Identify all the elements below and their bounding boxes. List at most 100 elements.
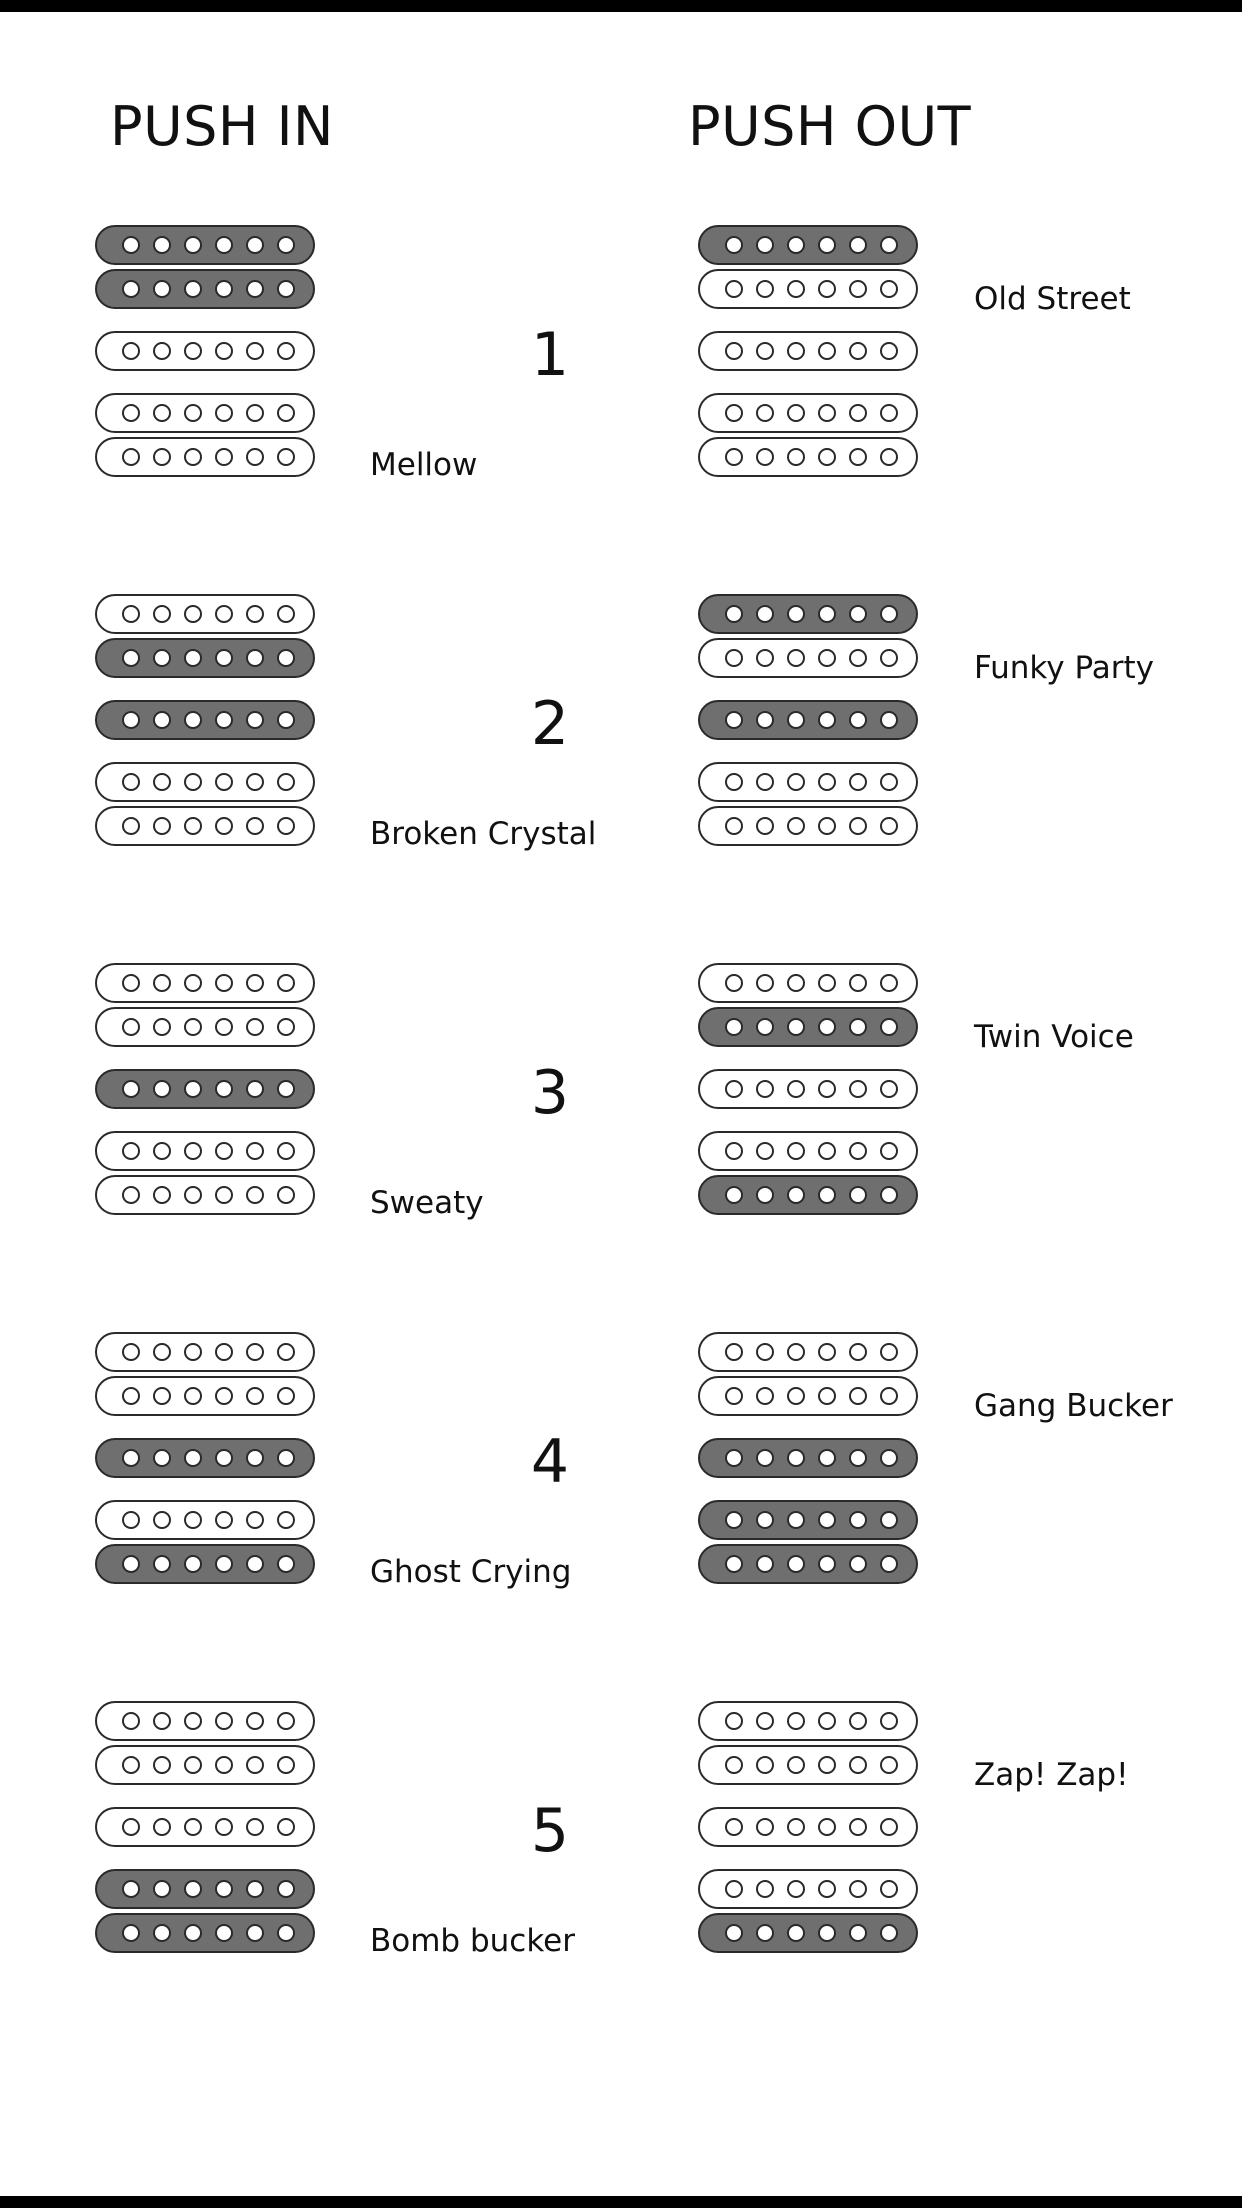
pole-piece <box>122 342 140 360</box>
push-out-name-5: Zap! Zap! <box>974 1757 1129 1793</box>
pole-piece <box>849 1387 867 1405</box>
push-in-coil-3-3 <box>95 1069 315 1109</box>
pole-piece <box>184 605 202 623</box>
push-out-name-1: Old Street <box>974 281 1131 317</box>
pole-piece <box>184 773 202 791</box>
push-in-coil-2-2 <box>95 638 315 678</box>
push-in-name-2: Broken Crystal <box>370 816 597 852</box>
pole-piece <box>153 1712 171 1730</box>
pole-piece <box>122 1186 140 1204</box>
pole-piece <box>756 1186 774 1204</box>
pole-piece <box>818 280 836 298</box>
pole-piece <box>818 817 836 835</box>
pole-piece <box>215 1186 233 1204</box>
pole-piece <box>756 1018 774 1036</box>
pole-piece <box>880 342 898 360</box>
pole-piece <box>849 1924 867 1942</box>
pole-piece <box>246 342 264 360</box>
pole-piece <box>787 1080 805 1098</box>
push-in-coil-4-4 <box>95 1500 315 1540</box>
pole-piece <box>277 1880 295 1898</box>
push-out-coil-2-3 <box>698 700 918 740</box>
pole-piece <box>215 1712 233 1730</box>
pole-piece <box>122 448 140 466</box>
push-in-coil-1-5 <box>95 437 315 477</box>
push-out-coil-3-3 <box>698 1069 918 1109</box>
pole-piece <box>246 404 264 422</box>
pole-piece <box>787 1186 805 1204</box>
push-in-coil-2-5 <box>95 806 315 846</box>
pole-piece <box>818 1142 836 1160</box>
pole-piece <box>849 1818 867 1836</box>
pole-piece <box>277 1449 295 1467</box>
pole-piece <box>849 1080 867 1098</box>
pole-piece <box>277 342 295 360</box>
pole-piece <box>184 1555 202 1573</box>
pole-piece <box>184 404 202 422</box>
push-in-coil-3-2 <box>95 1007 315 1047</box>
pole-piece <box>277 448 295 466</box>
push-in-coil-5-2 <box>95 1745 315 1785</box>
pole-piece <box>818 236 836 254</box>
pole-piece <box>184 448 202 466</box>
pole-piece <box>277 1080 295 1098</box>
pole-piece <box>725 1924 743 1942</box>
pole-piece <box>215 1880 233 1898</box>
pole-piece <box>849 236 867 254</box>
pole-piece <box>725 1712 743 1730</box>
pole-piece <box>880 1387 898 1405</box>
pole-piece <box>153 1018 171 1036</box>
pole-piece <box>880 1756 898 1774</box>
pole-piece <box>756 1343 774 1361</box>
pole-piece <box>756 817 774 835</box>
push-out-coil-5-4 <box>698 1869 918 1909</box>
pole-piece <box>153 1818 171 1836</box>
pole-piece <box>184 1387 202 1405</box>
push-in-coil-1-4 <box>95 393 315 433</box>
pole-piece <box>787 605 805 623</box>
pole-piece <box>122 1756 140 1774</box>
pole-piece <box>277 1818 295 1836</box>
pole-piece <box>246 236 264 254</box>
push-in-name-1: Mellow <box>370 447 478 483</box>
pole-piece <box>725 1343 743 1361</box>
pole-piece <box>277 1756 295 1774</box>
pole-piece <box>184 1818 202 1836</box>
push-in-coil-1-1 <box>95 225 315 265</box>
pole-piece <box>818 1511 836 1529</box>
push-out-coil-2-1 <box>698 594 918 634</box>
pole-piece <box>725 280 743 298</box>
pole-piece <box>880 817 898 835</box>
pole-piece <box>215 1924 233 1942</box>
pole-piece <box>184 1142 202 1160</box>
pole-piece <box>849 448 867 466</box>
pole-piece <box>277 711 295 729</box>
pole-piece <box>215 1449 233 1467</box>
pole-piece <box>277 1712 295 1730</box>
pole-piece <box>818 1018 836 1036</box>
push-in-coil-4-1 <box>95 1332 315 1372</box>
push-in-coil-1-3 <box>95 331 315 371</box>
pole-piece <box>246 605 264 623</box>
push-out-coil-2-2 <box>698 638 918 678</box>
pole-piece <box>787 1343 805 1361</box>
pole-piece <box>215 1080 233 1098</box>
pole-piece <box>787 1880 805 1898</box>
pole-piece <box>215 711 233 729</box>
pole-piece <box>246 1080 264 1098</box>
pole-piece <box>184 1880 202 1898</box>
pole-piece <box>277 1387 295 1405</box>
push-in-name-3: Sweaty <box>370 1185 484 1221</box>
pole-piece <box>756 1555 774 1573</box>
pole-piece <box>756 974 774 992</box>
pole-piece <box>756 1880 774 1898</box>
pole-piece <box>756 1924 774 1942</box>
pole-piece <box>880 1343 898 1361</box>
pole-piece <box>725 1555 743 1573</box>
pole-piece <box>849 773 867 791</box>
pole-piece <box>725 817 743 835</box>
pole-piece <box>277 280 295 298</box>
pole-piece <box>756 773 774 791</box>
position-number-5: 5 <box>530 1796 570 1866</box>
pole-piece <box>122 649 140 667</box>
